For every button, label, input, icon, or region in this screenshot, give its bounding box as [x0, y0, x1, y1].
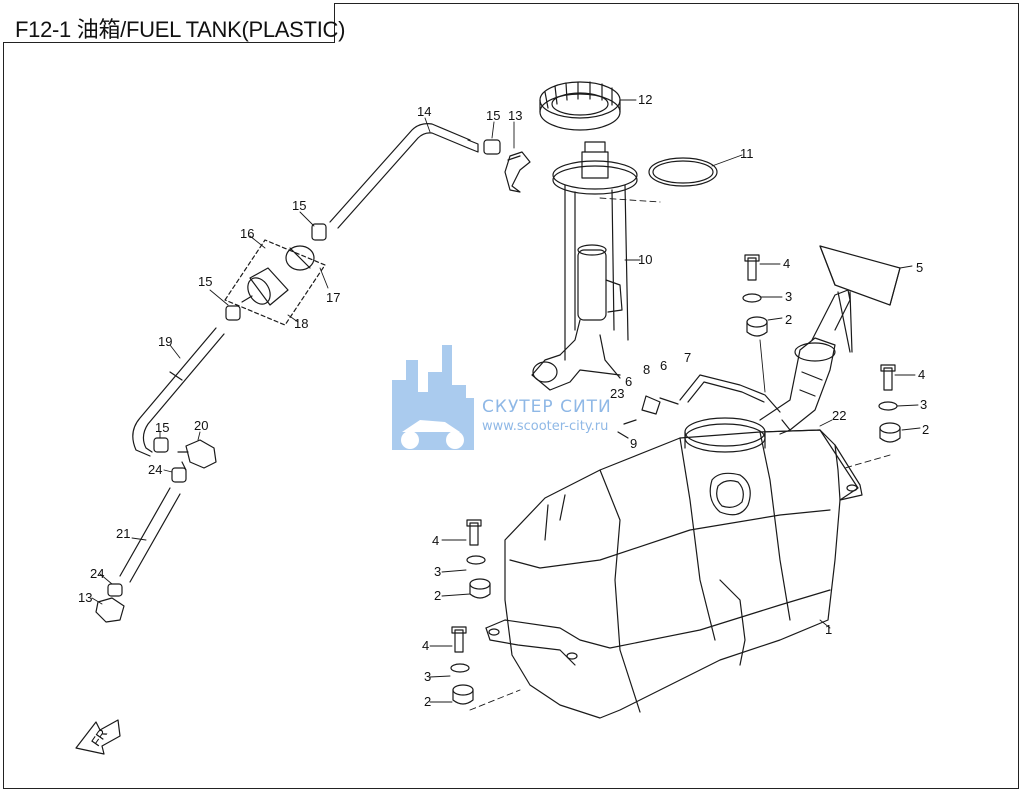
fuel-tank-body: [485, 417, 863, 719]
callout-8: 8: [643, 362, 650, 377]
page-title: F12-1 油箱/FUEL TANK(PLASTIC): [15, 17, 346, 42]
hose-19: [132, 327, 225, 457]
callout-3: 3: [920, 397, 927, 412]
callout-3: 3: [434, 564, 441, 579]
callout-15: 15: [486, 108, 500, 123]
leader-lines: [91, 99, 921, 711]
callout-11: 11: [740, 146, 754, 161]
callout-labels: 1 2 2 2 2 3 3 3 3 4 4 4 4 5 6 6 7 8 9 10…: [78, 92, 929, 749]
hose-21: [95, 487, 181, 623]
callout-9: 9: [630, 436, 637, 451]
callout-10: 10: [638, 252, 652, 267]
callout-2: 2: [424, 694, 431, 709]
callout-4: 4: [422, 638, 429, 653]
callout-5: 5: [916, 260, 923, 275]
fuel-filter: [224, 239, 326, 326]
hose-7: [617, 374, 791, 439]
valve-20: [171, 439, 217, 483]
callout-15: 15: [198, 274, 212, 289]
callout-16: 16: [240, 226, 254, 241]
callout-2: 2: [434, 588, 441, 603]
callout-12: 12: [638, 92, 652, 107]
callout-18: 18: [294, 316, 308, 331]
callout-21: 21: [116, 526, 130, 541]
watermark-logo: [392, 345, 474, 450]
callout-3: 3: [785, 289, 792, 304]
callout-24: 24: [148, 462, 162, 477]
front-direction-marker: [75, 719, 121, 755]
callout-6: 6: [660, 358, 667, 373]
callout-22: 22: [832, 408, 846, 423]
diagram-frame: [3, 3, 1019, 789]
front-marker-label: FR: [88, 726, 110, 749]
callout-7: 7: [684, 350, 691, 365]
callout-2: 2: [922, 422, 929, 437]
callout-15: 15: [292, 198, 306, 213]
callout-24: 24: [90, 566, 104, 581]
callout-4: 4: [432, 533, 439, 548]
callout-13: 13: [78, 590, 92, 605]
callout-19: 19: [158, 334, 172, 349]
callout-20: 20: [194, 418, 208, 433]
hose-14: [311, 123, 531, 241]
callout-2: 2: [785, 312, 792, 327]
callout-14: 14: [417, 104, 431, 119]
retainer-ring: [539, 81, 621, 131]
callout-1: 1: [825, 622, 832, 637]
watermark-url: www.scooter-city.ru: [482, 419, 608, 434]
fuel-pump-assembly: [531, 141, 638, 391]
watermark-name: СКУТЕР СИТИ: [482, 397, 612, 417]
callout-13: 13: [508, 108, 522, 123]
filler-neck: [759, 245, 901, 431]
title-box: F12-1 油箱/FUEL TANK(PLASTIC): [3, 3, 345, 43]
callout-3: 3: [424, 669, 431, 684]
callout-4: 4: [783, 256, 790, 271]
gasket: [648, 157, 718, 187]
callout-6: 6: [625, 374, 632, 389]
callout-17: 17: [326, 290, 340, 305]
callout-23: 23: [610, 386, 624, 401]
callout-15: 15: [155, 420, 169, 435]
callout-4: 4: [918, 367, 925, 382]
mounting-hardware: [450, 254, 901, 705]
